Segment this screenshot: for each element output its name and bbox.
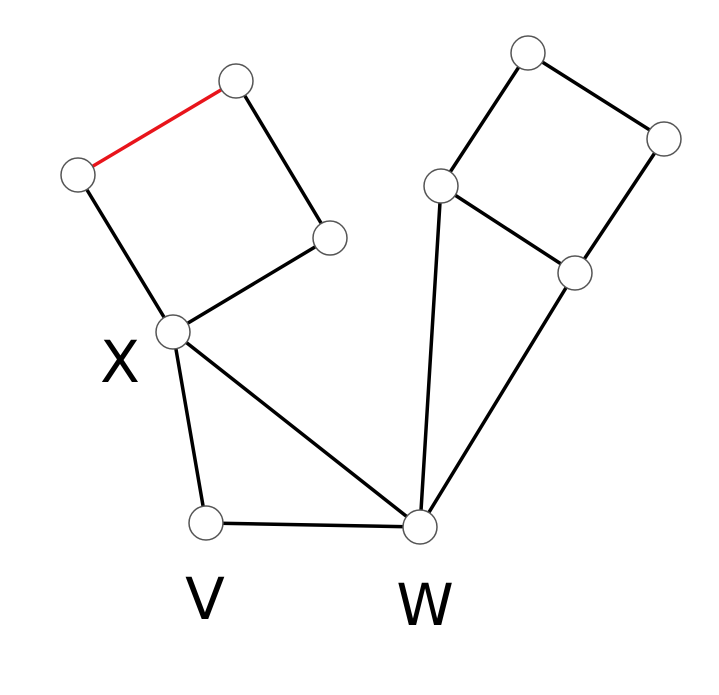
- node-v: [188, 505, 224, 541]
- graph-edge: [76, 173, 175, 334]
- edges-layer: [76, 51, 666, 529]
- graph-node: [646, 121, 682, 157]
- graph-node: [312, 220, 348, 256]
- graph-edge: [171, 236, 332, 334]
- nodes-layer: [60, 35, 682, 545]
- graph-edge: [234, 79, 332, 240]
- graph-edge: [171, 330, 208, 525]
- graph-edge: [171, 330, 422, 529]
- node-x: [155, 314, 191, 350]
- graph-node: [218, 63, 254, 99]
- graph-node: [423, 168, 459, 204]
- labels-layer: X V W: [100, 328, 454, 639]
- graph-edge: [526, 51, 666, 141]
- highlighted-edge: [76, 79, 238, 177]
- node-label-x: X: [100, 328, 140, 396]
- graph-edge: [573, 137, 666, 275]
- node-w: [402, 509, 438, 545]
- node-label-w: W: [396, 571, 453, 639]
- graph-edge: [439, 51, 530, 188]
- graph-edge: [204, 521, 422, 529]
- node-label-v: V: [185, 565, 225, 633]
- graph-node: [557, 255, 593, 291]
- graph-node: [60, 157, 96, 193]
- graph-node: [510, 35, 546, 71]
- graph-edge: [418, 184, 443, 529]
- graph-edge: [418, 271, 577, 529]
- graph-edge: [439, 184, 577, 275]
